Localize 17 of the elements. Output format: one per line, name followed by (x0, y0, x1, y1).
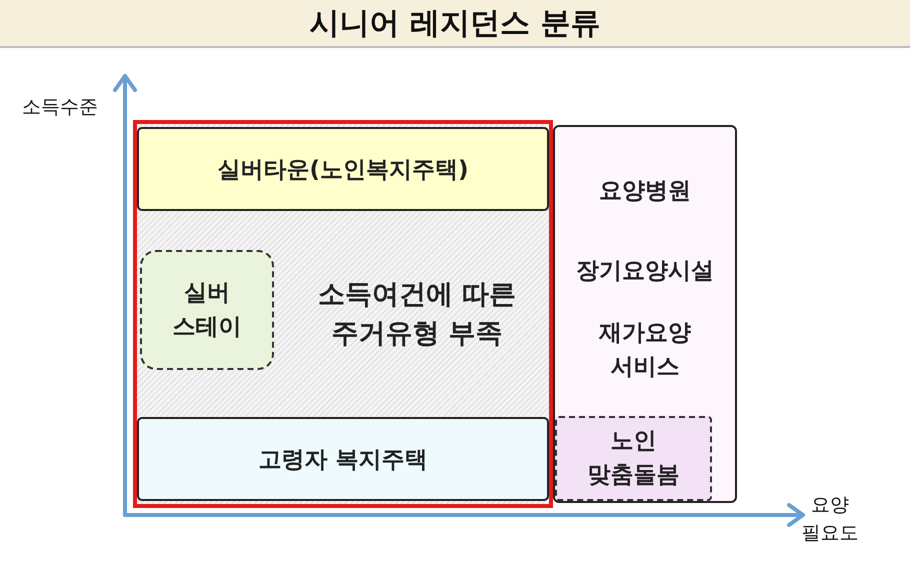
title: 시니어 레지던스 분류 (310, 4, 600, 42)
box-label: 재가요양 서비스 (598, 318, 692, 382)
axis-label: 요양 필요도 (802, 493, 858, 546)
category-box (555, 416, 712, 501)
box-label: 실버타운(노인복지주택) (217, 156, 469, 184)
box-label: 고령자 복지주택 (258, 446, 428, 474)
box-label: 요양병원 (599, 176, 691, 206)
axis-label: 소득수준 (22, 95, 98, 120)
category-box (553, 125, 737, 503)
category-box (137, 127, 549, 211)
box-label: 실버 스테이 (172, 278, 242, 342)
group-caption: 소득여건에 따른 주거유형 부족 (316, 278, 518, 351)
category-box (137, 417, 549, 501)
box-label: 장기요양시설 (576, 256, 714, 286)
category-box (140, 250, 274, 370)
highlight-frame (133, 120, 553, 508)
box-label: 노인 맞춤돌봄 (587, 427, 680, 490)
